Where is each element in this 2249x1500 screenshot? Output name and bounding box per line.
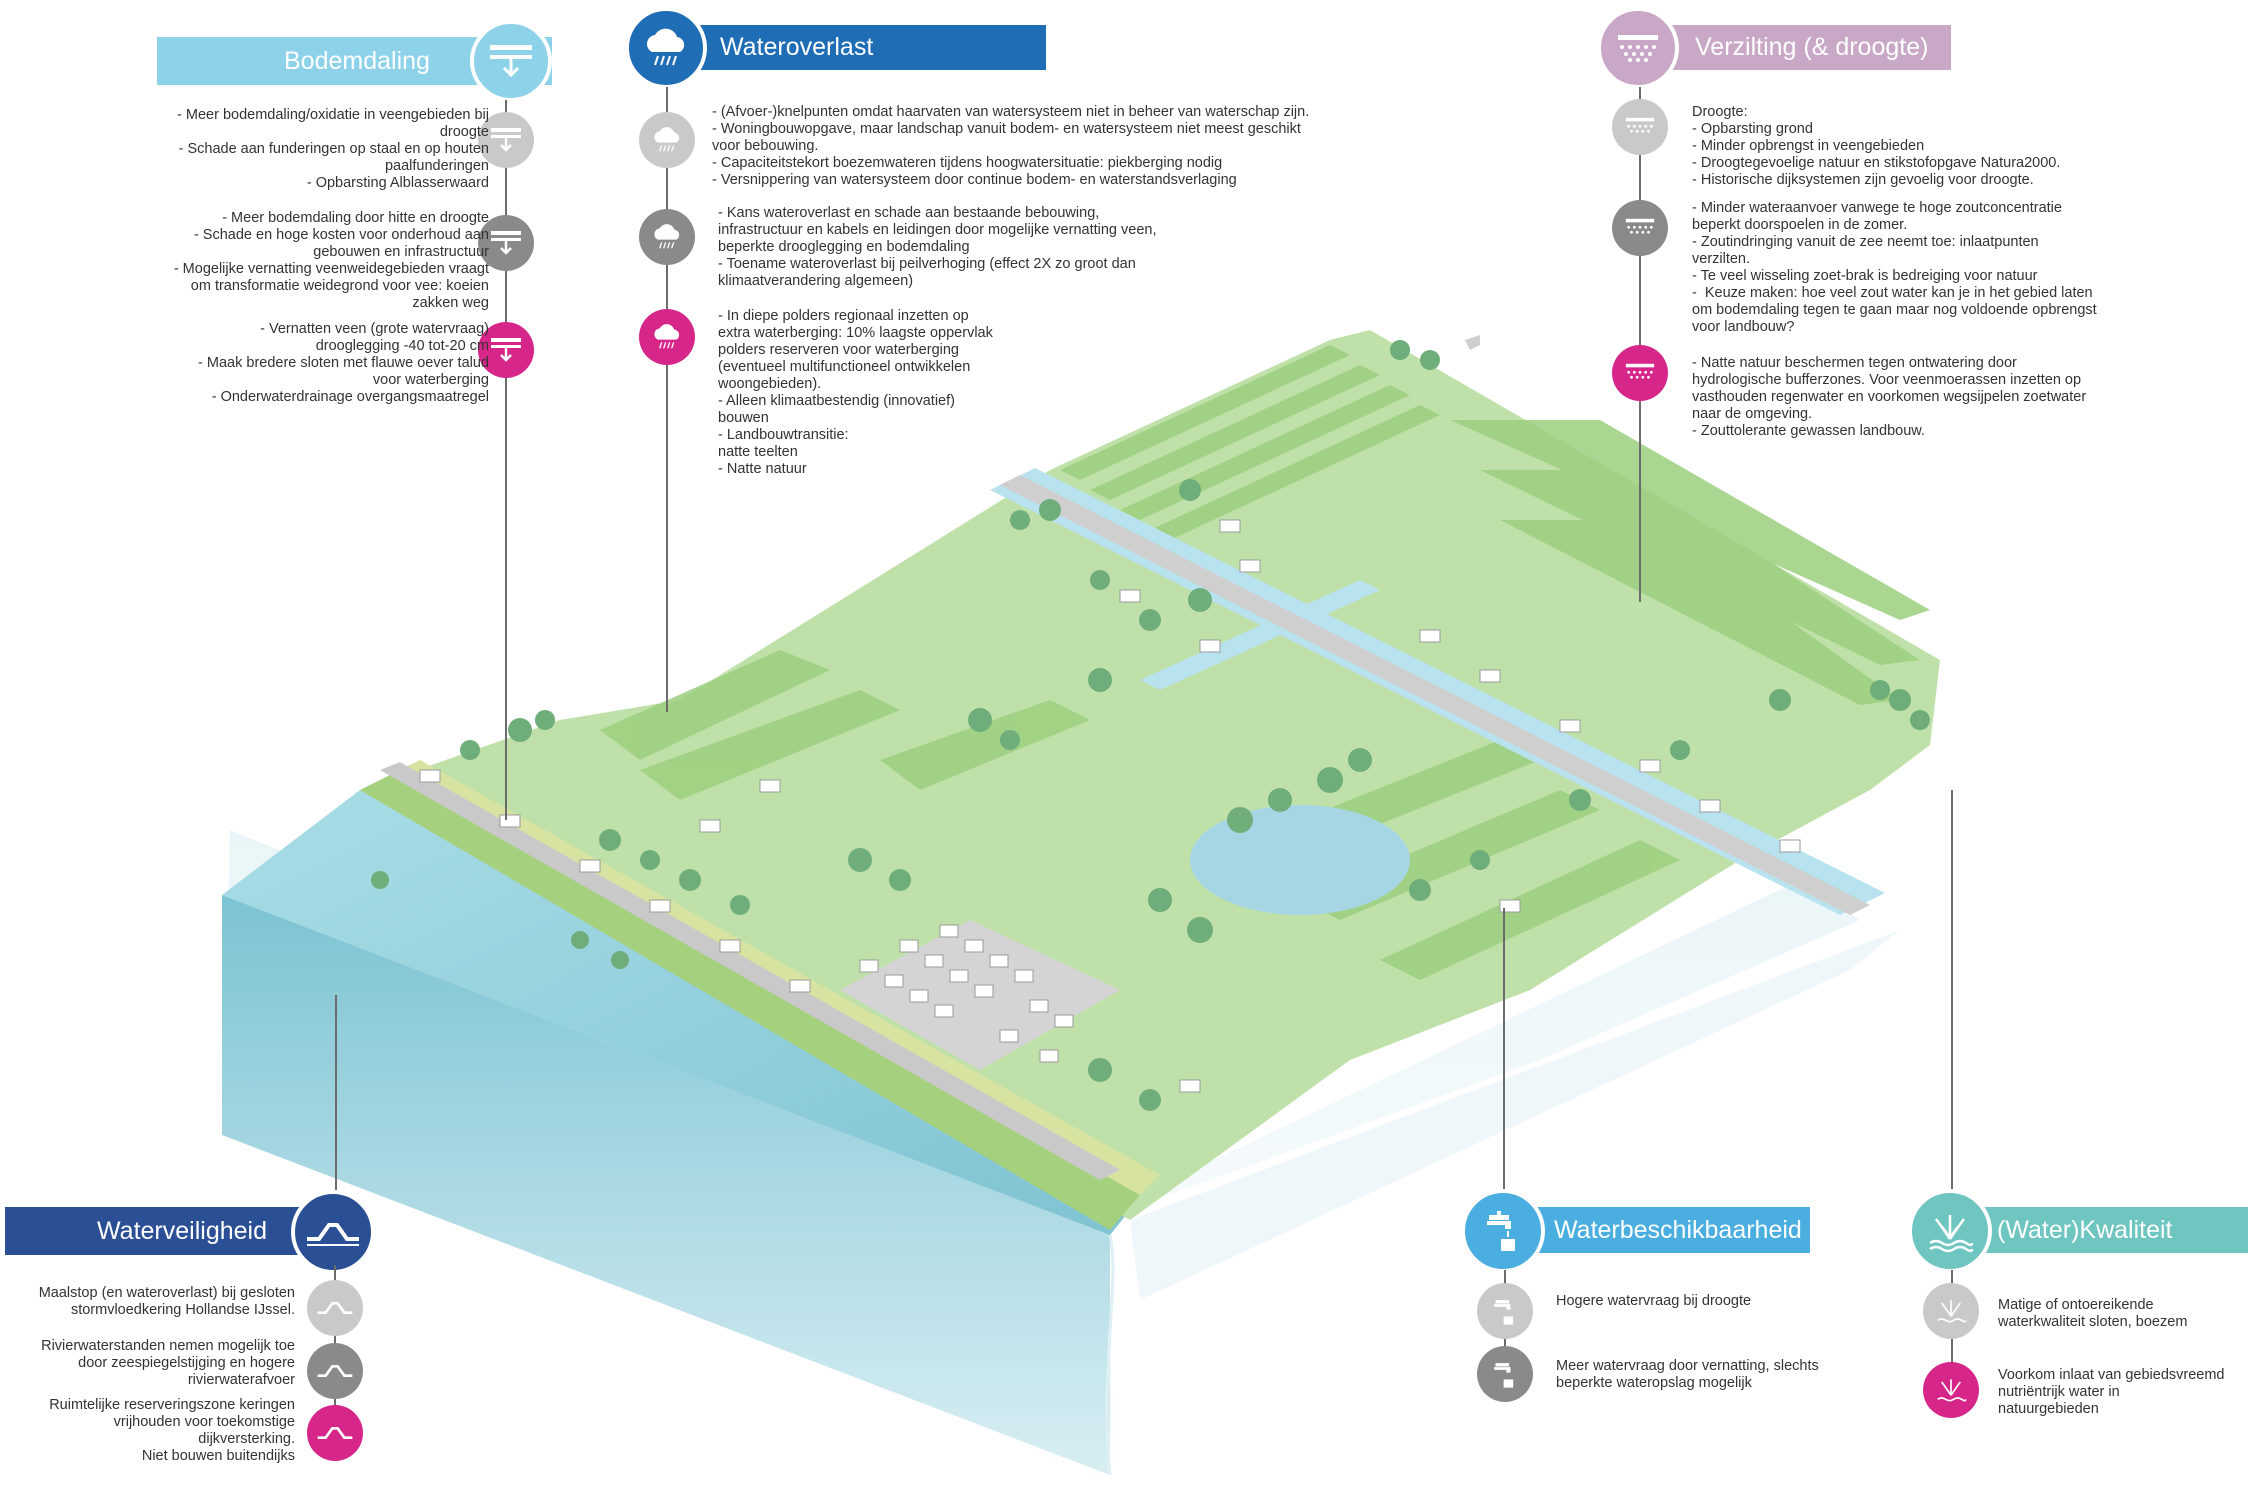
salt-current-icon: [1612, 99, 1668, 155]
waterveiligheid-item-1: Maalstop (en wateroverlast) bij gesloten…: [38, 1285, 295, 1318]
waterbeschikbaarheid-item-2: Meer watervraag door vernatting, slechts…: [1556, 1358, 1819, 1391]
waterveiligheid-header: Waterveiligheid: [5, 1207, 335, 1255]
bodemdaling-connector: [505, 100, 507, 820]
cross-road: [1000, 335, 1870, 915]
bodemdaling-title: Bodemdaling: [284, 46, 430, 75]
field-strips: [600, 345, 1930, 980]
waterveiligheid-item-2: Rivierwaterstanden nemen mogelijk toe do…: [41, 1338, 295, 1388]
waterbeschikbaarheid-title: Waterbeschikbaarheid: [1554, 1215, 1802, 1244]
soil-subsidence-icon: [470, 20, 552, 102]
bodemdaling-item-2: - Meer bodemdaling door hitte en droogte…: [173, 210, 489, 311]
wateroverlast-header: Wateroverlast: [668, 25, 1046, 70]
wateroverlast-item-1: - (Afvoer-)knelpunten omdat haarvaten va…: [712, 104, 1310, 188]
subsidence-current-icon: [478, 112, 534, 168]
wateroverlast-connector: [666, 87, 668, 712]
rain-measures-icon: [639, 309, 695, 365]
tap-current-icon: [1477, 1283, 1533, 1339]
water-tap-icon: [1461, 1189, 1545, 1273]
dike-current-icon: [307, 1280, 363, 1336]
wateroverlast-title: Wateroverlast: [720, 33, 874, 61]
river-block: [222, 790, 1130, 1476]
dike-measures-icon: [307, 1405, 363, 1461]
salt-drops-icon: [1597, 7, 1679, 89]
salt-future-icon: [1612, 200, 1668, 256]
kwaliteit-connector: [1951, 790, 1953, 1210]
verzilting-connector: [1639, 87, 1641, 602]
water-plant-icon: [1908, 1189, 1992, 1273]
verzilting-title: Verzilting (& droogte): [1695, 33, 1929, 61]
rain-cloud-icon: [625, 7, 707, 89]
kwaliteit-item-1: Matige of ontoereikende waterkwaliteit s…: [1998, 1297, 2188, 1330]
waterbeschikbaarheid-connector: [1503, 908, 1505, 1208]
plant-current-icon: [1923, 1283, 1979, 1339]
plant-measures-icon: [1923, 1362, 1979, 1418]
bodemdaling-item-1: - Meer bodemdaling/oxidatie in veengebie…: [177, 107, 489, 191]
rain-current-icon: [639, 112, 695, 168]
rain-future-icon: [639, 209, 695, 265]
wateroverlast-item-2: - Kans wateroverlast en schade aan besta…: [718, 205, 1157, 289]
dike-future-icon: [307, 1343, 363, 1399]
subsidence-future-icon: [478, 215, 534, 271]
bodemdaling-item-3: - Vernatten veen (grote watervraag) droo…: [198, 321, 489, 405]
waterbeschikbaarheid-header: Waterbeschikbaarheid: [1510, 1207, 1810, 1253]
waterbeschikbaarheid-item-1: Hogere watervraag bij droogte: [1556, 1293, 1752, 1309]
subsidence-measures-icon: [478, 322, 534, 378]
verzilting-header: Verzilting (& droogte): [1643, 25, 1951, 70]
kwaliteit-title: (Water)Kwaliteit: [1997, 1215, 2173, 1244]
waterveiligheid-title: Waterveiligheid: [97, 1216, 267, 1245]
waterveiligheid-connector: [335, 995, 337, 1220]
tap-future-icon: [1477, 1346, 1533, 1402]
salt-measures-icon: [1612, 345, 1668, 401]
trees: [371, 340, 1930, 1111]
waterveiligheid-item-3: Ruimtelijke reserveringszone keringen vr…: [49, 1397, 295, 1464]
land-surface: [360, 330, 1940, 1230]
dike-icon: [291, 1190, 375, 1274]
village-area: [419, 519, 1801, 1093]
wateroverlast-item-3: - In diepe polders regionaal inzetten op…: [718, 308, 993, 477]
kwaliteit-item-2: Voorkom inlaat van gebiedsvreemd nutriën…: [1998, 1367, 2225, 1417]
verzilting-item-3: - Natte natuur beschermen tegen ontwater…: [1692, 355, 2087, 439]
kwaliteit-header: (Water)Kwaliteit: [1960, 1207, 2248, 1253]
verzilting-item-2: - Minder wateraanvoer vanwege te hoge zo…: [1692, 200, 2097, 335]
verzilting-item-1: Droogte: - Opbarsting grond - Minder opb…: [1692, 104, 2061, 188]
